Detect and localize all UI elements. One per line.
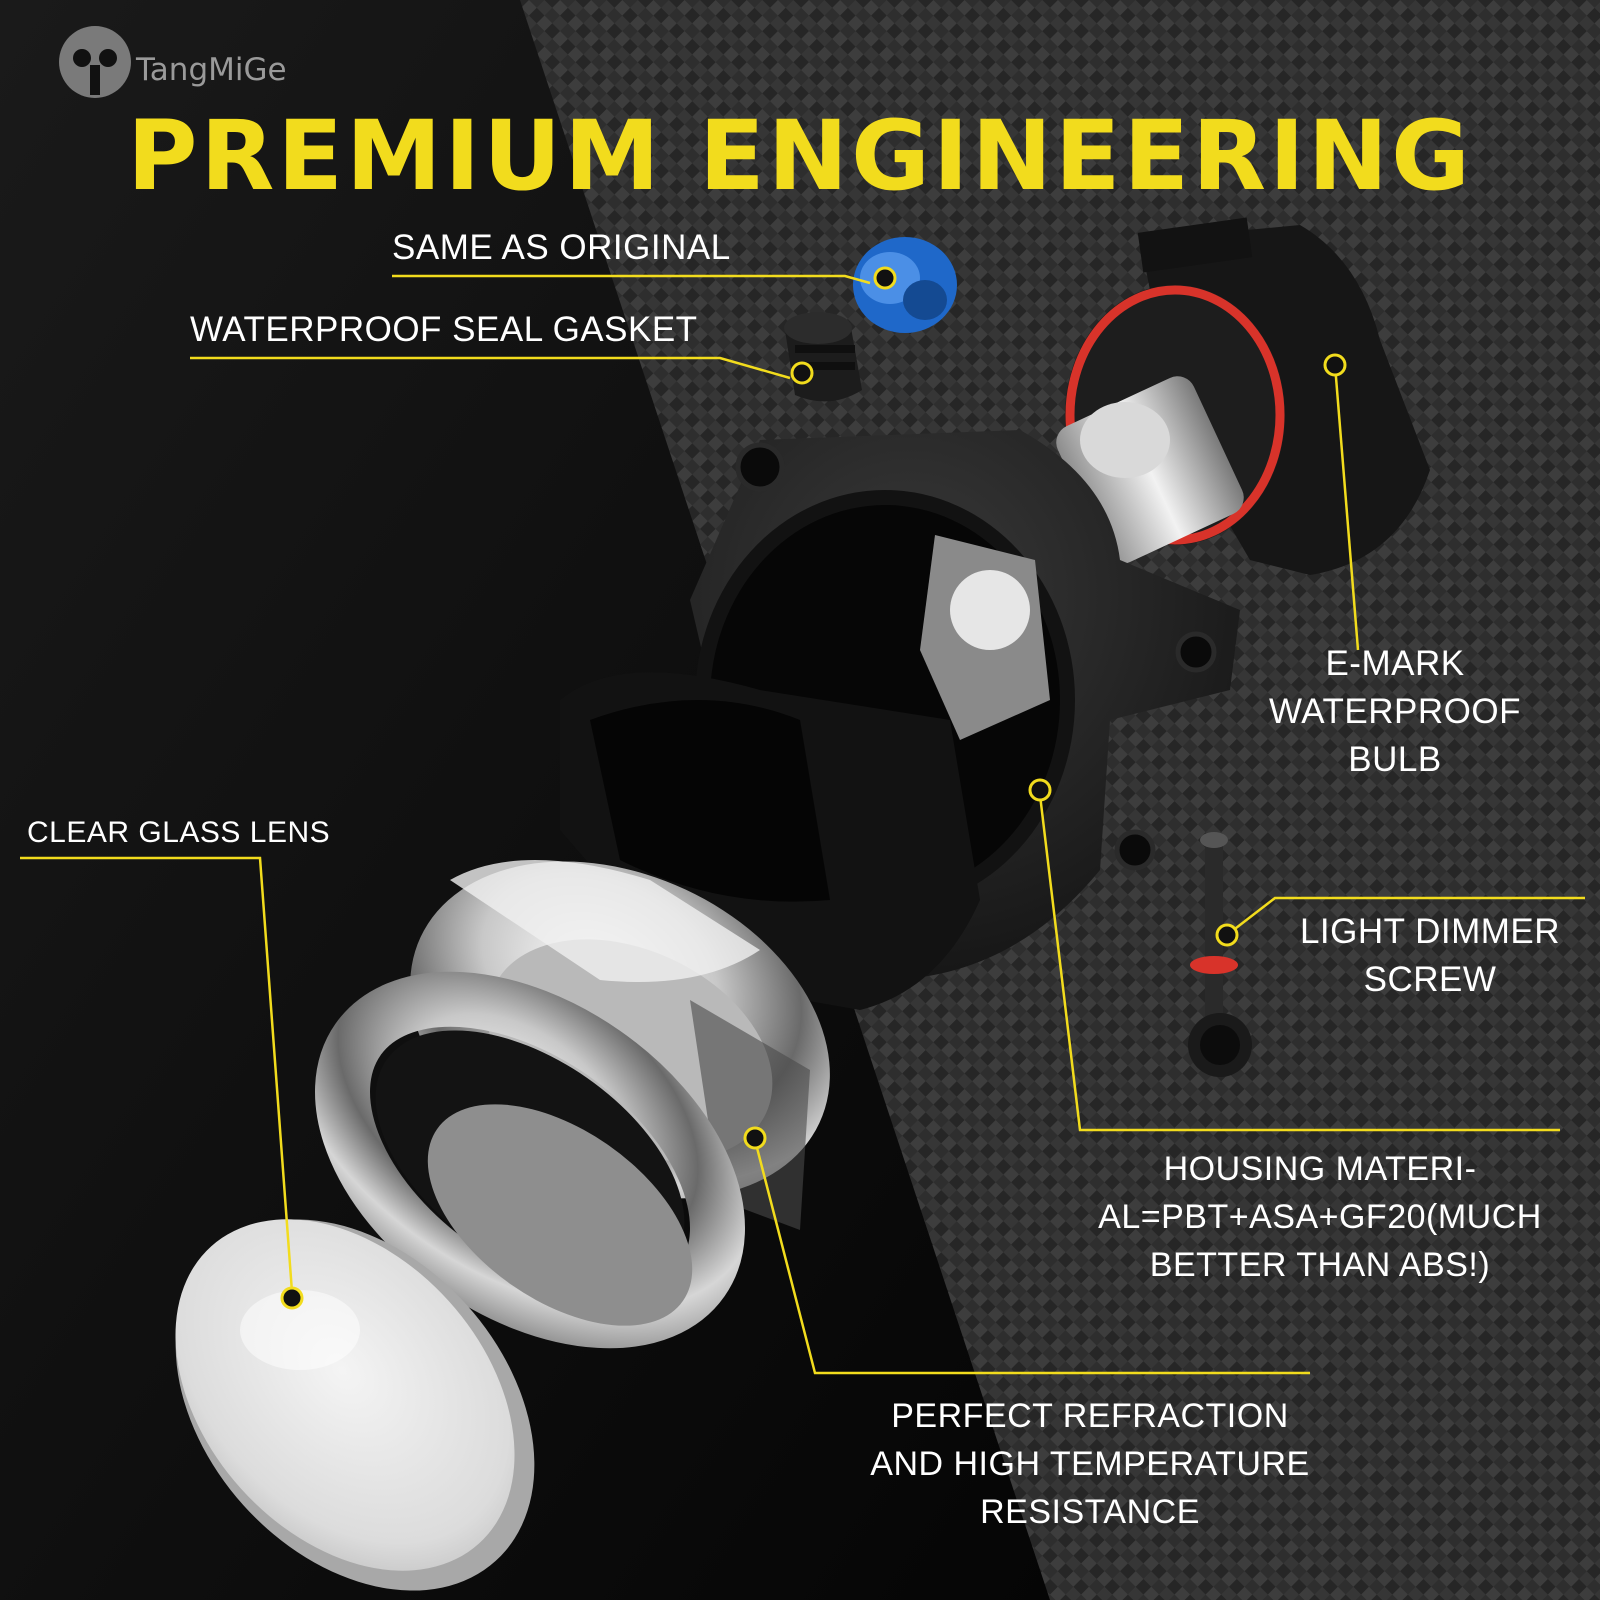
label-emark-bulb: E-MARK WATERPROOF BULB (1230, 640, 1560, 784)
chrome-ring-part (315, 971, 745, 1349)
dot-emark-bulb (1323, 353, 1347, 377)
blue-cap-part (853, 237, 957, 333)
label-clear-glass-lens: CLEAR GLASS LENS (27, 816, 331, 849)
label-perfect-refraction: PERFECT REFRACTION AND HIGH TEMPERATURE … (830, 1392, 1350, 1536)
label-housing-line-2: AL=PBT+ASA+GF20(MUCH (1098, 1198, 1542, 1236)
brand-logo-icon (59, 26, 131, 98)
label-same-as-original: SAME AS ORIGINAL (392, 228, 731, 267)
label-waterproof-seal-gasket: WATERPROOF SEAL GASKET (190, 310, 698, 349)
dot-housing-material (1028, 778, 1052, 802)
leader-light-dimmer (1226, 896, 1585, 936)
dimmer-screw-part (1188, 832, 1252, 1077)
label-emark-line-1: E-MARK (1325, 644, 1465, 683)
label-refraction-line-3: RESISTANCE (980, 1493, 1200, 1531)
leader-clear-glass-lens (20, 856, 294, 1293)
leader-housing-material (1038, 794, 1560, 1132)
page-title: PREMIUM ENGINEERING (127, 100, 1473, 212)
label-refraction-line-2: AND HIGH TEMPERATURE (870, 1445, 1310, 1483)
label-dimmer-line-2: SCREW (1363, 960, 1497, 999)
dot-clear-glass-lens (280, 1286, 304, 1310)
callout-target-dots (280, 266, 1347, 1310)
brand-name: TangMiGe (136, 52, 287, 88)
label-emark-line-2: WATERPROOF (1269, 692, 1521, 731)
label-emark-line-3: BULB (1348, 740, 1442, 779)
dot-same-as-original (873, 266, 897, 290)
label-housing-line-3: BETTER THAN ABS!) (1149, 1246, 1491, 1284)
dot-perfect-refraction (743, 1126, 767, 1150)
glass-lens-part (175, 1219, 535, 1591)
seal-gasket-part (784, 312, 862, 402)
label-refraction-line-1: PERFECT REFRACTION (891, 1397, 1289, 1435)
dot-light-dimmer (1215, 923, 1239, 947)
label-housing-material: HOUSING MATERI- AL=PBT+ASA+GF20(MUCH BET… (1060, 1145, 1580, 1289)
dot-waterproof-seal (790, 361, 814, 385)
leader-same-as-original (392, 274, 871, 285)
leader-emark-bulb (1333, 364, 1360, 651)
label-light-dimmer-screw: LIGHT DIMMER SCREW (1275, 908, 1585, 1004)
label-housing-line-1: HOUSING MATERI- (1163, 1150, 1477, 1188)
callout-leader-lines (20, 274, 1585, 1375)
leader-waterproof-seal (190, 356, 791, 380)
label-dimmer-line-1: LIGHT DIMMER (1299, 912, 1561, 951)
leader-perfect-refraction (753, 1139, 1310, 1375)
